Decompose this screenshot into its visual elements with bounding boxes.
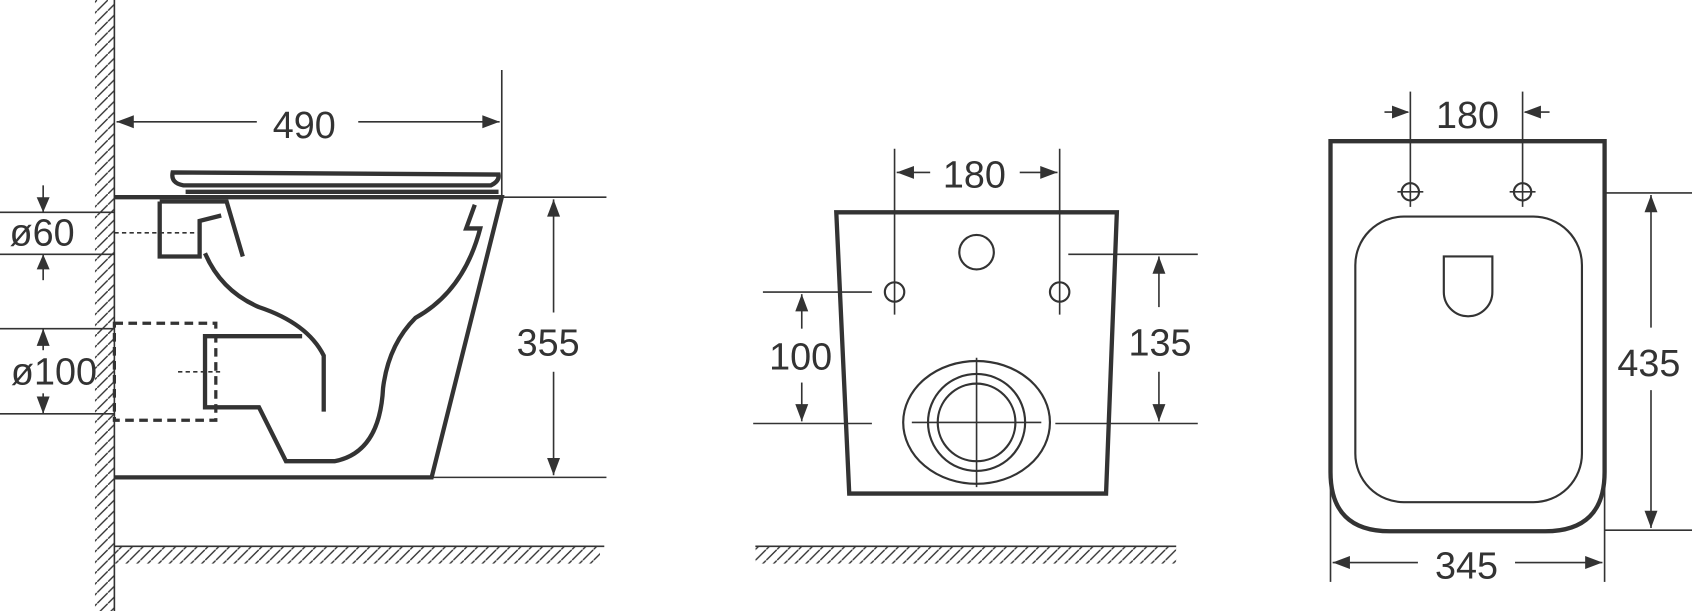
dimension-inlet-height: 135 [1129,322,1192,364]
dimension-outlet-diameter: ø100 [11,351,97,393]
dimension-bolt-height: 100 [769,336,832,378]
flush-hole [1442,255,1494,318]
seat-lid [170,170,501,188]
dimension-seat-bolt-spacing: 180 [1436,94,1499,136]
outlet-dashed [112,321,218,422]
rear-view: 180 100 135 [753,148,1198,564]
inlet-connector [157,199,245,259]
floor-hatching [755,546,1177,564]
dimension-bolt-spacing: 180 [943,154,1006,196]
bowl-outline [114,195,505,480]
dimension-height: 355 [517,322,580,364]
inner-bowl-back [203,252,326,412]
water-inlet [958,233,995,271]
top-outline [1328,139,1607,534]
dimension-length: 435 [1617,342,1680,384]
rear-outline [834,210,1120,496]
floor-hatching [114,546,600,564]
dimension-depth: 490 [273,104,336,146]
dimension-width: 345 [1435,545,1498,587]
dimension-inlet-diameter: ø60 [10,212,75,254]
wall-hatching [94,0,115,611]
inner-bowl-front [202,204,483,464]
top-view: 180 345 435 [1328,91,1692,587]
seat-opening [1354,215,1584,504]
side-view: 490 355 ø60 ø100 [0,0,607,611]
